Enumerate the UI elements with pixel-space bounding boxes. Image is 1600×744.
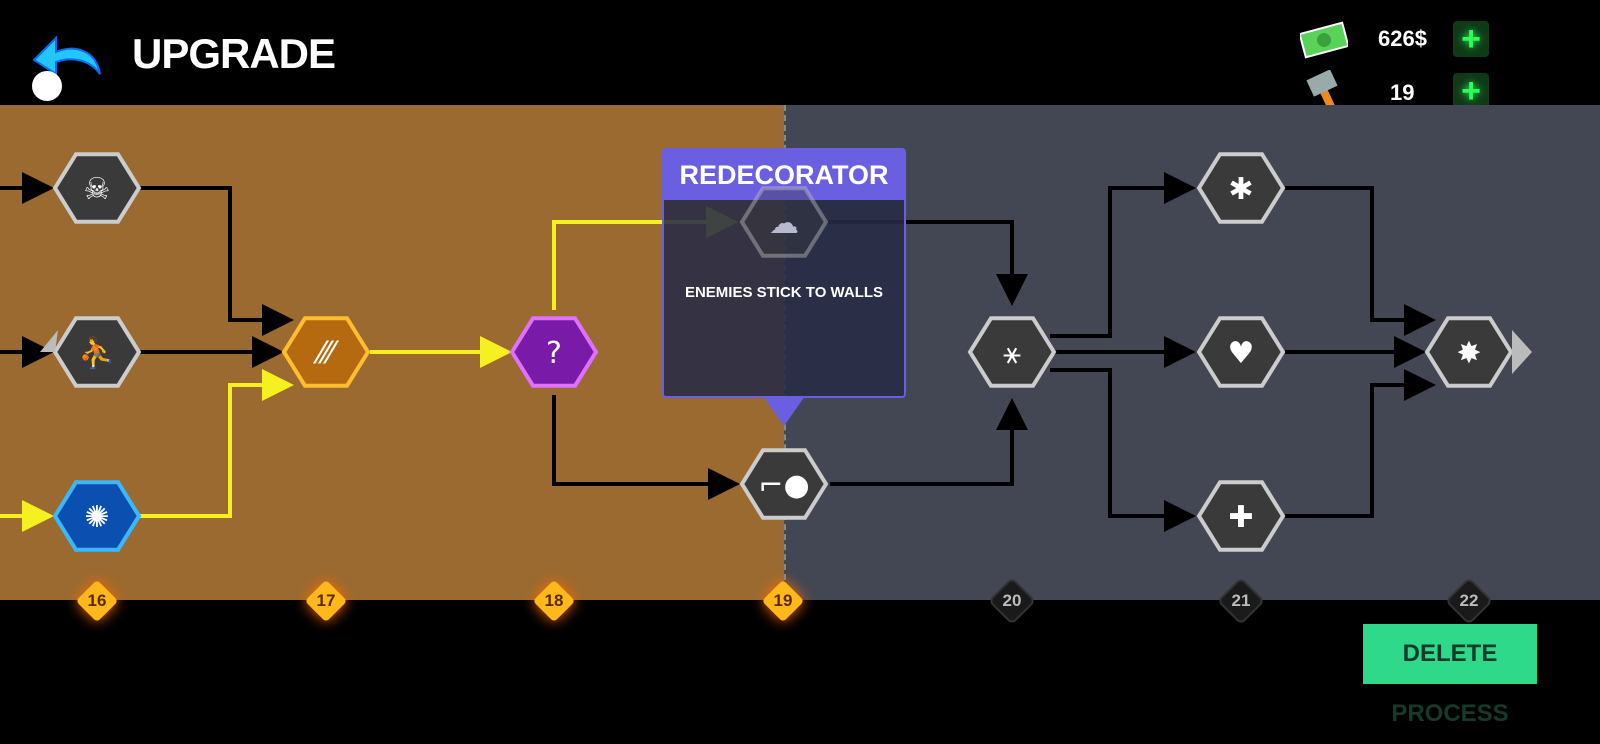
- level-number: 22: [1459, 591, 1479, 610]
- page-title: UPGRADE: [132, 30, 336, 77]
- upgrade-node-slip[interactable]: ⚹: [967, 316, 1057, 388]
- upgrade-node-explosion-skull[interactable]: ✸: [1424, 316, 1514, 388]
- brain-explode-icon: ✺: [84, 500, 109, 535]
- delete-process-button[interactable]: DELETE PROCESS: [1363, 624, 1537, 727]
- money-amount: 626$: [1378, 26, 1427, 51]
- tooltip-title: REDECORATOR: [664, 150, 904, 200]
- level-number: 21: [1231, 591, 1251, 610]
- back-arrow-icon: [32, 35, 101, 101]
- tooltip-description: ENEMIES STICK TO WALLS: [684, 284, 884, 301]
- upgrade-node-gun-ball[interactable]: ⌐●: [739, 448, 829, 520]
- upgrade-tooltip: REDECORATOR ENEMIES STICK TO WALLS: [662, 148, 906, 398]
- upgrade-node-bullets[interactable]: ⁄⁄⁄: [281, 316, 371, 388]
- upgrade-node-brain-explode[interactable]: ✺: [52, 480, 142, 552]
- level-number: 17: [316, 591, 336, 610]
- upgrade-node-multi-arm[interactable]: ✱: [1196, 152, 1286, 224]
- explosion-skull-icon: ✸: [1456, 336, 1481, 371]
- heart-plus-icon: ♥: [1228, 336, 1255, 371]
- level-number: 18: [544, 591, 564, 610]
- add-money-button[interactable]: +: [1453, 21, 1489, 57]
- level-number: 19: [773, 591, 793, 610]
- back-button[interactable]: [30, 28, 110, 108]
- level-number: 20: [1002, 591, 1022, 610]
- slip-icon: ⚹: [1003, 336, 1021, 371]
- level-number: 16: [87, 591, 107, 610]
- money-icon: [1300, 21, 1348, 59]
- upgrade-tree: ☠ ⛹ ✺ ⁄⁄⁄? ⌐● ⚹ ✱ ♥ ✚ ✸: [0, 152, 1532, 552]
- upgrade-node-mystery-book[interactable]: ?: [509, 316, 599, 388]
- tooltip-pointer: [763, 396, 805, 426]
- mystery-book-icon: ?: [546, 336, 562, 371]
- upgrade-node-heart-plus[interactable]: ♥: [1196, 316, 1286, 388]
- hammer-icon: [1306, 70, 1338, 111]
- add-hammer-button[interactable]: +: [1453, 73, 1489, 109]
- upgrade-node-crawl[interactable]: ⛹: [52, 316, 142, 388]
- locked-connections: [0, 172, 1436, 532]
- crawl-icon: ⛹: [78, 334, 115, 371]
- upgrade-node-skull[interactable]: ☠: [52, 152, 142, 224]
- gun-ball-icon: ⌐●: [758, 468, 809, 503]
- upgrade-node-medkit[interactable]: ✚: [1196, 480, 1286, 552]
- medkit-icon: ✚: [1228, 500, 1253, 535]
- multi-arm-icon: ✱: [1228, 172, 1253, 207]
- skull-icon: ☠: [84, 172, 111, 207]
- hammer-amount: 19: [1390, 80, 1415, 105]
